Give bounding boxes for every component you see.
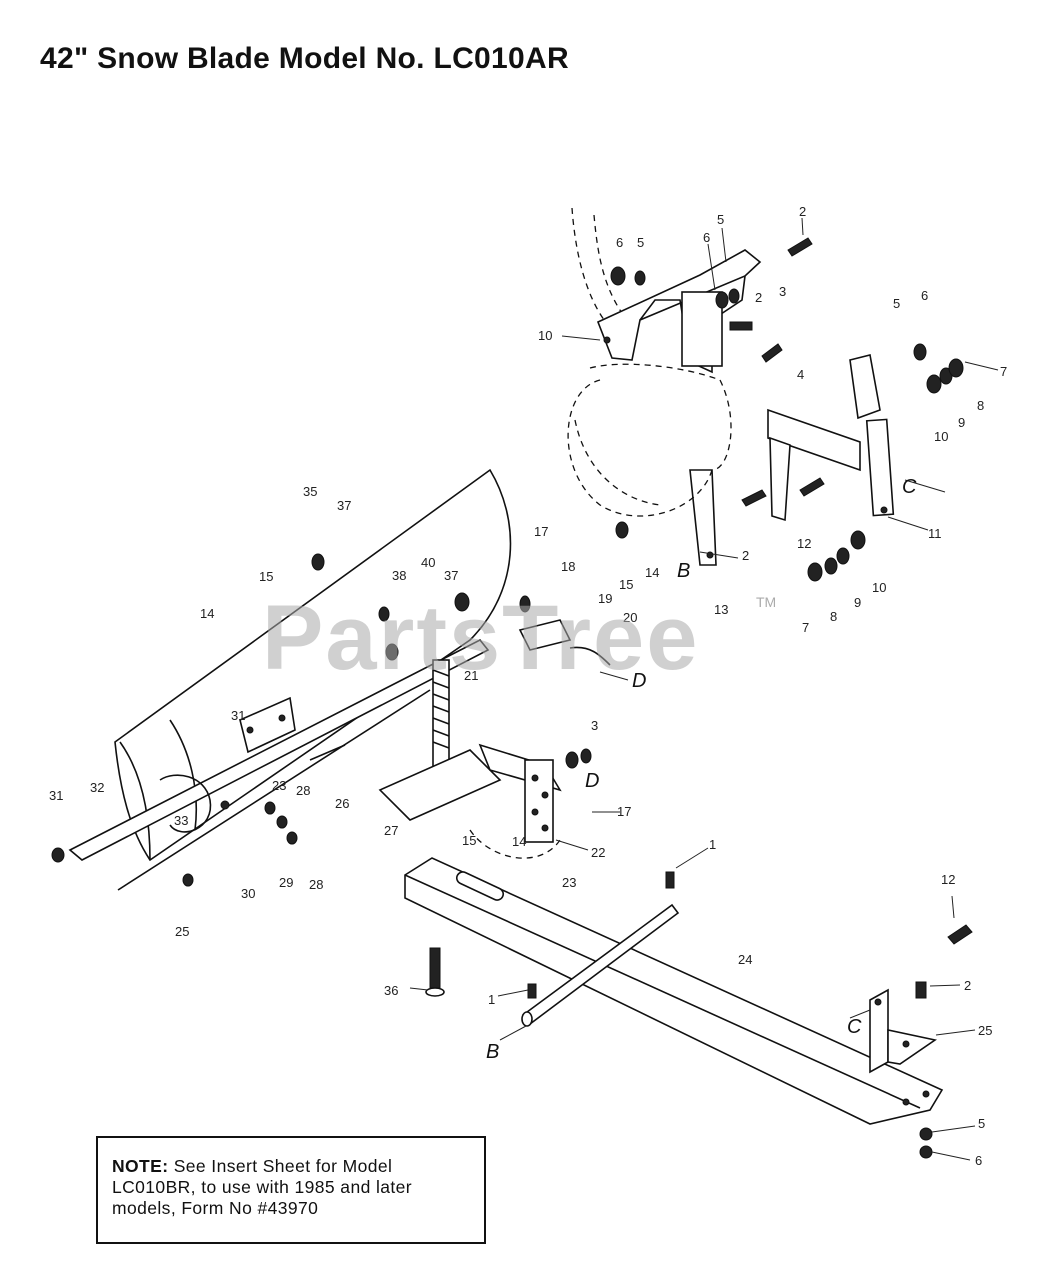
leader-lines [409,217,999,1161]
watermark-logo: PartsTree [262,587,700,689]
callout-label: 15 [462,833,476,848]
callout-label: 40 [421,555,435,570]
callout-label: 36 [384,983,398,998]
reference-letter: B [677,560,690,582]
callout-label: 2 [964,978,971,993]
callout-label: 3 [591,718,598,733]
callout-label: 26 [335,796,349,811]
callout-label: 25 [978,1023,992,1038]
hardware-bottom [51,801,973,1159]
reference-letter: C [847,1016,862,1038]
callout-label: 23 [272,778,286,793]
callout-label: 10 [934,429,948,444]
callout-label: 11 [928,526,942,541]
callout-label: 31 [231,708,245,723]
reference-letter: C [902,476,917,498]
callout-label: 37 [337,498,351,513]
callout-label: 13 [714,602,728,617]
callout-label: 28 [309,877,323,892]
callout-label: 7 [1000,364,1007,379]
callout-label: 7 [802,620,809,635]
callout-label: 6 [703,230,710,245]
callout-label: 32 [90,780,104,795]
note-box: NOTE: See Insert Sheet for Model LC010BR… [96,1136,486,1244]
page-title: 42" Snow Blade Model No. LC010AR [40,42,569,75]
callout-label: 19 [598,591,612,606]
callout-label: 4 [797,367,804,382]
callout-label: 5 [637,235,644,250]
callout-label: 28 [296,783,310,798]
callout-label: 24 [738,952,752,967]
callout-label: 8 [977,398,984,413]
hardware-right [610,237,964,582]
push-frame [404,857,944,1125]
lift-plate [689,354,895,566]
callout-label: 10 [538,328,552,343]
reference-letter: D [585,770,599,792]
center-mount [311,553,611,859]
callout-label: 6 [616,235,623,250]
callout-label: 17 [534,524,548,539]
callout-label: 33 [174,813,188,828]
note-text: See Insert Sheet for Model LC010BR, to u… [112,1156,413,1218]
trademark-symbol: TM [756,594,777,610]
callout-label: 10 [872,580,886,595]
reference-letter: B [486,1041,499,1063]
callout-label: 17 [617,804,631,819]
callout-label: 37 [444,568,458,583]
callout-label: 12 [941,872,955,887]
callout-label: 5 [893,296,900,311]
callout-label: 2 [742,548,749,563]
callout-label: 15 [259,569,273,584]
callout-label: 2 [799,204,806,219]
callout-label: 25 [175,924,189,939]
note-label: NOTE: [112,1156,174,1176]
callout-label: 20 [623,610,637,625]
callout-label: 9 [958,415,965,430]
callout-label: 3 [779,284,786,299]
callout-label: 5 [717,212,724,227]
callout-label: 15 [619,577,633,592]
reference-letter: D [632,670,646,692]
callout-label: 21 [464,668,478,683]
snow-blade [68,468,512,891]
callout-label: 23 [562,875,576,890]
mounting-bracket [596,249,762,374]
callout-label: 8 [830,609,837,624]
callout-label: 6 [921,288,928,303]
callout-label: 27 [384,823,398,838]
callout-label: 9 [854,595,861,610]
callout-label: 2 [755,290,762,305]
callout-label: 14 [512,834,526,849]
callout-label: 38 [392,568,406,583]
reference-letters: B C D D C B [486,476,917,1063]
callout-label: 1 [488,992,495,1007]
callout-label: 14 [645,565,659,580]
callout-label: 30 [241,886,255,901]
callout-label: 12 [797,536,811,551]
callout-label: 29 [279,875,293,890]
callout-labels: 2 5 6 6 5 2 3 10 4 5 6 7 8 9 10 11 12 2 … [49,204,1007,1168]
callout-label: 18 [561,559,575,574]
callout-label: 31 [49,788,63,803]
callout-label: 5 [978,1116,985,1131]
callout-label: 1 [709,837,716,852]
callout-label: 22 [591,845,605,860]
callout-label: 14 [200,606,214,621]
callout-label: 35 [303,484,317,499]
lift-rod [521,903,680,1027]
callout-label: 6 [975,1153,982,1168]
